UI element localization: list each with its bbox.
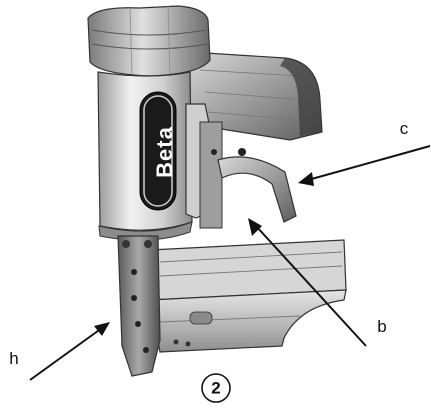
callout-label-c: c (400, 119, 409, 138)
nose-guide (117, 235, 161, 377)
figure-number: 2 (211, 378, 220, 397)
callout-h: h (9, 322, 110, 381)
callout-c: c (298, 119, 431, 186)
trigger-assembly (185, 103, 297, 229)
top-cap (87, 5, 211, 77)
callout-label-b: b (377, 317, 386, 336)
brand-logo: Beta (152, 126, 177, 178)
figure-number-badge: 2 (201, 373, 231, 403)
magazine (149, 239, 347, 353)
callout-label-h: h (9, 349, 18, 368)
callout-b: b (248, 218, 387, 347)
brand-badge: Beta (139, 91, 177, 211)
rear-handle (189, 51, 323, 141)
